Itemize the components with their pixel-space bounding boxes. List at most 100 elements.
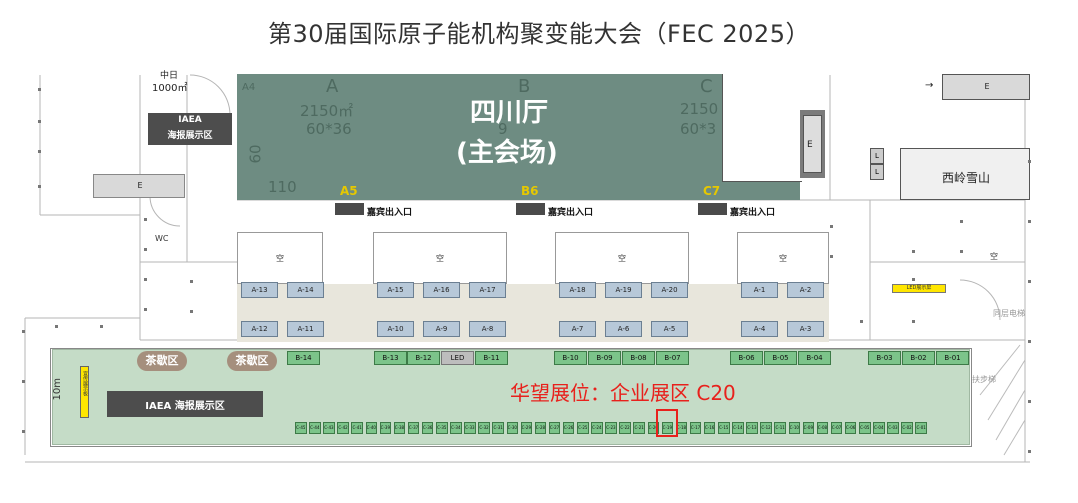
- booth-c-23: C-23: [605, 422, 617, 434]
- gate-c7-door: [698, 203, 727, 215]
- booth-b-05: B-05: [764, 351, 797, 365]
- booth-c-40: C-40: [365, 422, 377, 434]
- booth-a-19: A-19: [605, 282, 642, 298]
- booth-c-42: C-42: [337, 422, 349, 434]
- section-a-dim: 60*36: [306, 120, 352, 138]
- column-marker: [960, 220, 963, 223]
- booth-a-4: A-4: [741, 321, 778, 337]
- right-room-e-top-label: E: [984, 82, 990, 91]
- column-marker: [22, 380, 25, 383]
- column-marker: [912, 278, 915, 281]
- booth-b-06: B-06: [730, 351, 763, 365]
- column-marker: [38, 88, 41, 91]
- right-l-box-1: L: [870, 148, 884, 164]
- promo-board-label: 宣传展示板: [82, 371, 88, 396]
- column-marker: [1028, 340, 1031, 343]
- vip-entrance-c: 嘉宾出入口: [730, 208, 776, 218]
- booth-a-14: A-14: [287, 282, 324, 298]
- empty-zone-3: 空: [555, 232, 689, 284]
- section-b-label: B: [518, 76, 531, 97]
- left-room-e-label: E: [137, 181, 143, 190]
- booth-c-32: C-32: [478, 422, 490, 434]
- led-screen: LED展示屏: [892, 284, 946, 293]
- column-marker: [100, 325, 103, 328]
- column-marker: [912, 320, 915, 323]
- booth-c-37: C-37: [407, 422, 420, 434]
- left-room-e: E: [93, 174, 185, 198]
- column-marker: [912, 250, 915, 253]
- booth-corridor-a: [237, 284, 829, 342]
- booth-b-08: B-08: [622, 351, 655, 365]
- booth-c-03: C-03: [887, 422, 899, 434]
- booth-b-10: B-10: [554, 351, 587, 365]
- booth-b-11: B-11: [475, 351, 508, 365]
- vip-entrance-a: 嘉宾出入口: [367, 208, 413, 218]
- page-title: 第30届国际原子能机构聚变能大会（FEC 2025）: [268, 20, 810, 48]
- room-xiling: 西岭雪山: [900, 148, 1030, 200]
- right-room-e-mid-label: E: [807, 140, 813, 150]
- booth-c-33: C-33: [464, 422, 476, 434]
- promo-board: 宣传展示板: [80, 366, 89, 418]
- booth-c-09: C-09: [802, 422, 815, 434]
- booth-a-9: A-9: [423, 321, 460, 337]
- section-a-label: A: [326, 76, 339, 97]
- booth-c-16: C-16: [703, 422, 716, 434]
- dimension-10m: 10m: [52, 378, 63, 401]
- booth-a-10: A-10: [377, 321, 414, 337]
- booth-c-19: C-19: [661, 422, 674, 434]
- left-top-area: 1000㎡: [152, 83, 188, 94]
- iaea-poster-area-top: IAEA 海报展示区: [148, 113, 232, 145]
- booth-a-18: A-18: [559, 282, 596, 298]
- booth-a-16: A-16: [423, 282, 460, 298]
- column-marker: [38, 150, 41, 153]
- column-marker: [1028, 400, 1031, 403]
- column-marker: [22, 330, 25, 333]
- right-empty-label: 空: [990, 252, 998, 261]
- column-marker: [144, 278, 147, 281]
- column-marker: [860, 320, 863, 323]
- booth-c-34: C-34: [450, 422, 462, 434]
- column-marker: [38, 185, 41, 188]
- column-marker: [144, 218, 147, 221]
- booth-a-6: A-6: [605, 321, 642, 337]
- hall-number-60: 60: [246, 144, 265, 164]
- booth-b-09: B-09: [588, 351, 621, 365]
- c20-highlight-box: [656, 409, 678, 437]
- booth-b-07: B-07: [656, 351, 689, 365]
- booth-c-11: C-11: [774, 422, 786, 434]
- column-marker: [144, 248, 147, 251]
- section-a-area: 2150㎡: [300, 102, 354, 120]
- booth-c-08: C-08: [816, 422, 829, 434]
- tea-break-area-1: 茶歇区: [137, 351, 187, 371]
- main-hall-cutout: [722, 74, 802, 182]
- booth-a-12: A-12: [241, 321, 278, 337]
- booth-c-26: C-26: [562, 422, 575, 434]
- booth-c-43: C-43: [323, 422, 335, 434]
- main-hall-subtitle: (主会场): [456, 138, 558, 168]
- booth-c-27: C-27: [548, 422, 561, 434]
- right-l-box-2: L: [870, 164, 884, 180]
- hall-a4-label: A4: [242, 82, 256, 93]
- booth-b-12: B-12: [407, 351, 440, 365]
- booth-c-17: C-17: [689, 422, 702, 434]
- column-marker: [830, 225, 833, 228]
- iaea-label-line1: IAEA: [178, 115, 202, 125]
- booth-c-38: C-38: [393, 422, 406, 434]
- wc-label: WC: [155, 234, 169, 243]
- booth-a-17: A-17: [469, 282, 506, 298]
- iaea-bottom-label: IAEA 海报展示区: [145, 401, 225, 412]
- gate-a5-door: [335, 203, 364, 215]
- column-marker: [190, 310, 193, 313]
- section-c-area: 2150: [680, 100, 719, 118]
- booth-c-28: C-28: [534, 422, 547, 434]
- booth-c-04: C-04: [873, 422, 885, 434]
- booth-c-30: C-30: [506, 422, 518, 434]
- booth-a-2: A-2: [787, 282, 824, 298]
- booth-b-02: B-02: [902, 351, 935, 365]
- booth-c-35: C-35: [436, 422, 448, 434]
- booth-c-25: C-25: [577, 422, 589, 434]
- booth-c-24: C-24: [591, 422, 603, 434]
- booth-b-04: B-04: [798, 351, 831, 365]
- column-marker: [830, 255, 833, 258]
